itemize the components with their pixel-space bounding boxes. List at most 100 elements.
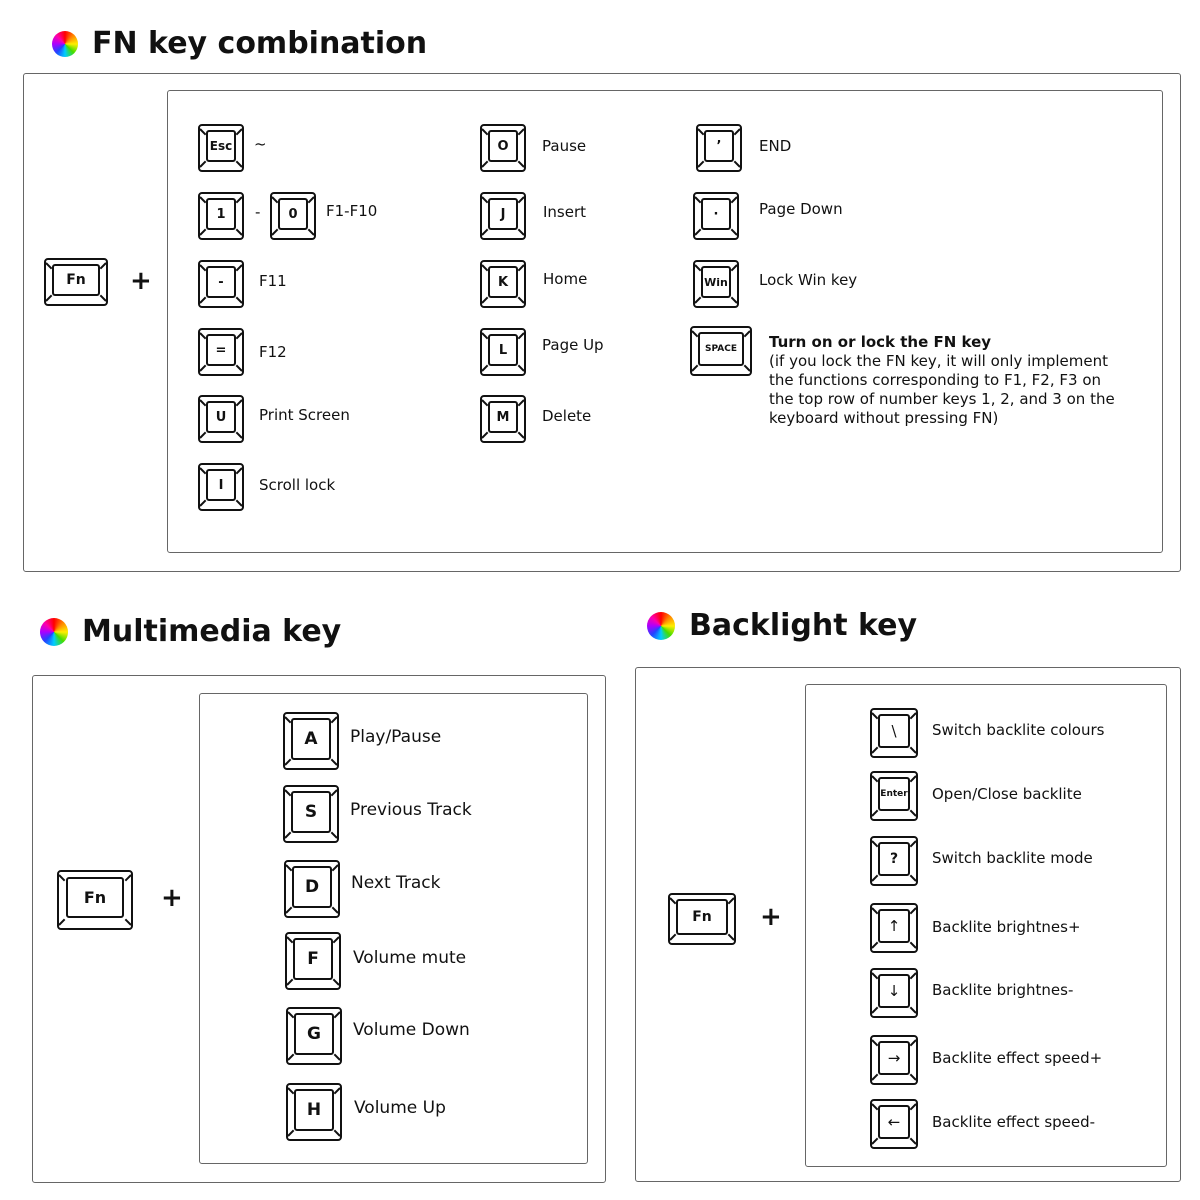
- label-print-screen: Print Screen: [259, 406, 350, 424]
- key-0: 0: [270, 192, 316, 240]
- keycap-bevel-line: [909, 1103, 917, 1111]
- keycap-bevel-line: [481, 296, 489, 304]
- keycap-bevel-line: [909, 1137, 917, 1145]
- keycap-bevel-line: [871, 941, 879, 949]
- keycap-bevel-line: [517, 196, 525, 204]
- label-insert: Insert: [543, 203, 587, 221]
- keycap-bevel-line: [235, 228, 243, 236]
- key-i: I: [198, 463, 244, 511]
- plus-sign: +: [760, 902, 782, 932]
- keycap-bevel-line: [199, 431, 207, 439]
- keycap-bevel-line: [332, 936, 340, 944]
- keycap-bevel-line: [235, 332, 243, 340]
- key-j: J: [480, 192, 526, 240]
- keycap-bevel-line: [199, 296, 207, 304]
- label-brightness-up: Backlite brightnes+: [932, 918, 1081, 936]
- key-arrow-down: ↓: [870, 968, 918, 1018]
- keycap-bevel-line: [333, 1053, 341, 1061]
- keycap-bevel-line: [481, 228, 489, 236]
- arrow-left-icon: ←: [887, 1112, 901, 1131]
- keycap-bevel-line: [235, 160, 243, 168]
- key-minus: -: [198, 260, 244, 308]
- key-arrow-left: ←: [870, 1099, 918, 1149]
- keycap-bevel-line: [909, 1073, 917, 1081]
- key-l: L: [480, 328, 526, 376]
- keycap-bevel-line: [330, 716, 338, 724]
- label-volume-mute: Volume mute: [353, 948, 467, 968]
- arrow-down-icon: ↓: [887, 981, 901, 1000]
- keycap-bevel-line: [199, 160, 207, 168]
- keycap-bevel-line: [909, 941, 917, 949]
- label-volume-down: Volume Down: [353, 1020, 470, 1040]
- keycap-bevel-line: [909, 712, 917, 720]
- label-effect-speed-down: Backlite effect speed-: [932, 1113, 1096, 1131]
- keycap-bevel-line: [727, 897, 735, 905]
- keycap-bevel-line: [730, 296, 738, 304]
- keycap-bevel-line: [99, 294, 107, 302]
- keycap-bevel-line: [45, 294, 53, 302]
- keycap-bevel-line: [124, 918, 132, 926]
- keycap-bevel-line: [697, 160, 705, 168]
- fn-lock-note: (if you lock the FN key, it will only im…: [769, 352, 1115, 427]
- color-wheel-icon: [647, 611, 675, 640]
- key-s: S: [283, 785, 339, 843]
- keycap-bevel-line: [730, 196, 738, 204]
- keycap-bevel-line: [909, 874, 917, 882]
- keycap-bevel-line: [199, 499, 207, 507]
- keycap-bevel-line: [871, 1073, 879, 1081]
- key-enter: Enter: [870, 771, 918, 821]
- key-question: ?: [870, 836, 918, 886]
- key-space: SPACE: [690, 326, 752, 376]
- keycap-bevel-line: [235, 399, 243, 407]
- keycap-bevel-line: [669, 933, 677, 941]
- color-wheel-icon: [40, 617, 68, 646]
- label-brightness-down: Backlite brightnes-: [932, 981, 1074, 999]
- key-u: U: [198, 395, 244, 443]
- keycap-bevel-line: [871, 809, 879, 817]
- keycap-bevel-line: [517, 264, 525, 272]
- keycap-bevel-line: [909, 907, 917, 915]
- key-arrow-right: →: [870, 1035, 918, 1085]
- key-esc: Esc: [198, 124, 244, 172]
- label-pause: Pause: [542, 137, 587, 155]
- plus-sign: +: [161, 883, 183, 913]
- label-delete: Delete: [542, 407, 592, 425]
- fn-key: Fn: [57, 870, 133, 930]
- keycap-bevel-line: [871, 1137, 879, 1145]
- key-h: H: [286, 1083, 342, 1141]
- keycap-bevel-line: [330, 758, 338, 766]
- range-dash: -: [255, 203, 261, 221]
- key-win: Win: [693, 260, 739, 308]
- keycap-bevel-line: [235, 364, 243, 372]
- backlight-keys-panel: [805, 684, 1167, 1167]
- fn-section-heading: FN key combination: [52, 26, 427, 61]
- label-switch-backlite-colours: Switch backlite colours: [932, 721, 1105, 739]
- plus-sign: +: [130, 266, 152, 296]
- keycap-bevel-line: [199, 228, 207, 236]
- key-period: ·: [693, 192, 739, 240]
- arrow-up-icon: ↑: [887, 916, 901, 935]
- label-lock-win-key: Lock Win key: [759, 271, 858, 289]
- keycap-bevel-line: [871, 1006, 879, 1014]
- keycap-bevel-line: [517, 296, 525, 304]
- keycap-bevel-line: [58, 874, 66, 882]
- keycap-bevel-line: [871, 874, 879, 882]
- keycap-bevel-line: [909, 972, 917, 980]
- key-1: 1: [198, 192, 244, 240]
- keycap-bevel-line: [333, 1011, 341, 1019]
- key-f: F: [285, 932, 341, 990]
- keycap-bevel-line: [909, 775, 917, 783]
- fn-key: Fn: [668, 893, 736, 945]
- keycap-bevel-line: [286, 978, 294, 986]
- key-equals: =: [198, 328, 244, 376]
- fn-key: Fn: [44, 258, 108, 306]
- keycap-bevel-line: [331, 906, 339, 914]
- label-effect-speed-up: Backlite effect speed+: [932, 1049, 1103, 1067]
- keycap-bevel-line: [517, 364, 525, 372]
- key-o: O: [480, 124, 526, 172]
- arrow-right-icon: →: [887, 1048, 901, 1067]
- label-f11: F11: [259, 272, 287, 290]
- fn-lock-description: Turn on or lock the FN key (if you lock …: [769, 333, 1129, 428]
- keycap-bevel-line: [909, 840, 917, 848]
- keycap-bevel-line: [871, 746, 879, 754]
